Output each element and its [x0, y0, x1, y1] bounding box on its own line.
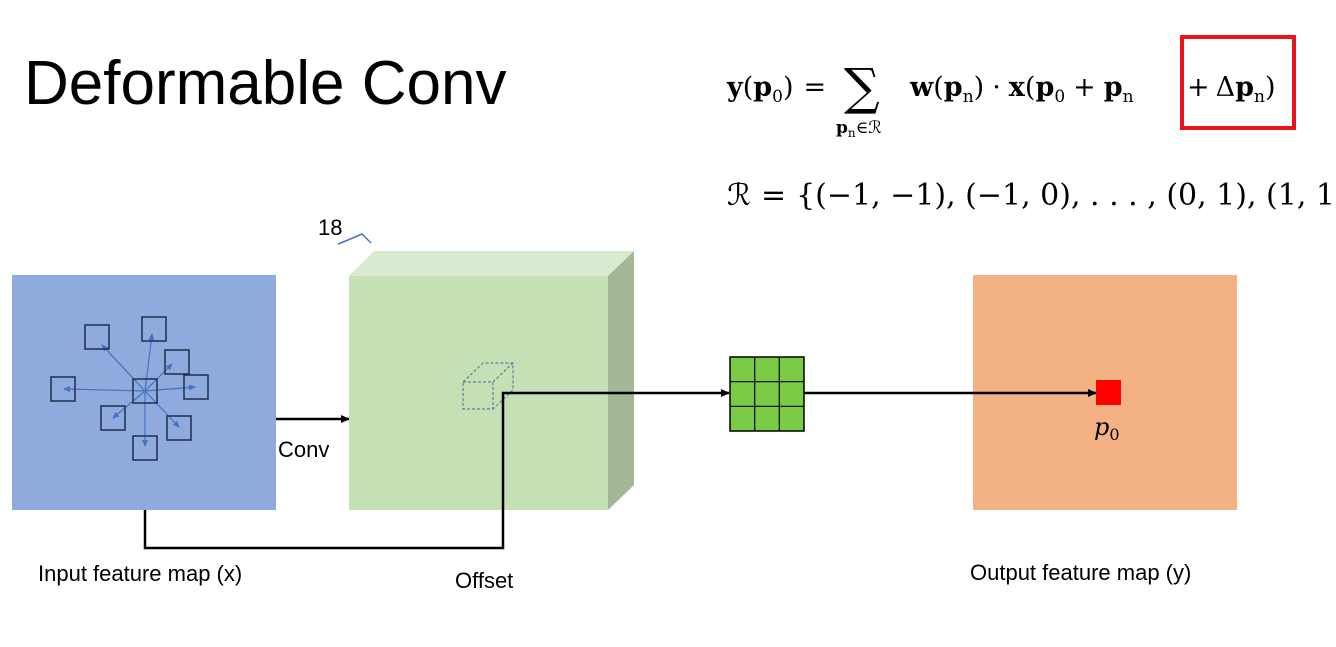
sampling-square	[100, 405, 126, 431]
sampling-grid-definition: ℛ={(−1, −1), (−1, 0), . . . , (0, 1), (1…	[727, 178, 1336, 213]
summation-subscript: pn∈ℛ	[836, 118, 882, 140]
deformed-sampling-points	[63, 333, 196, 447]
offset-arrow	[144, 333, 155, 392]
summation-sign: ∑	[844, 58, 880, 116]
offset-label: Offset	[455, 568, 513, 593]
offset-path-arrow	[143, 389, 730, 550]
offset-arrow	[101, 344, 146, 392]
kernel-cube-edge	[492, 362, 514, 383]
sampling-square	[84, 324, 110, 350]
offset-arrow	[144, 390, 180, 428]
offset-arrow	[63, 386, 146, 393]
page-title: Deformable Conv	[24, 49, 506, 118]
channel-brace	[347, 233, 372, 244]
sampling-square	[141, 316, 167, 342]
offset-term-highlight	[1180, 35, 1296, 130]
sampling-square	[50, 376, 76, 402]
output-point	[1096, 380, 1121, 405]
deformable-conv-formula: y(p0)= ∑ pn∈ℛ w(pn)·x(p0+pn +Δpn)	[726, 35, 1296, 140]
input-caption: Input feature map (x)	[38, 561, 242, 586]
conv-label: Conv	[278, 437, 329, 462]
offset-field-volume	[349, 251, 634, 510]
offset-arrow	[144, 384, 196, 392]
offset-arrow	[144, 363, 173, 392]
offset-term: +Δpn)	[1187, 72, 1276, 107]
channel-brace-tick	[337, 239, 349, 245]
sampling-square-center	[132, 378, 158, 404]
offset-kernel-cube-icon	[462, 362, 514, 410]
formula-rhs: w(pn)·x(p0+pn	[909, 72, 1134, 107]
formula-lhs: y(p0)=	[726, 72, 826, 107]
offset-volume-top	[349, 251, 634, 276]
sampling-square	[166, 415, 192, 441]
channel-count: 18	[318, 215, 342, 240]
sampling-square	[164, 349, 190, 375]
output-point-label: p0	[1094, 413, 1120, 444]
offset-volume-side	[608, 251, 634, 510]
output-caption: Output feature map (y)	[970, 560, 1191, 585]
offset-arrow	[112, 390, 146, 419]
sampling-square	[132, 435, 158, 461]
sampling-squares	[50, 316, 209, 461]
sampling-square	[183, 374, 209, 400]
kernel-grid-background	[729, 356, 805, 432]
conv-kernel-grid	[729, 356, 805, 432]
kernel-cube-front	[462, 381, 494, 410]
